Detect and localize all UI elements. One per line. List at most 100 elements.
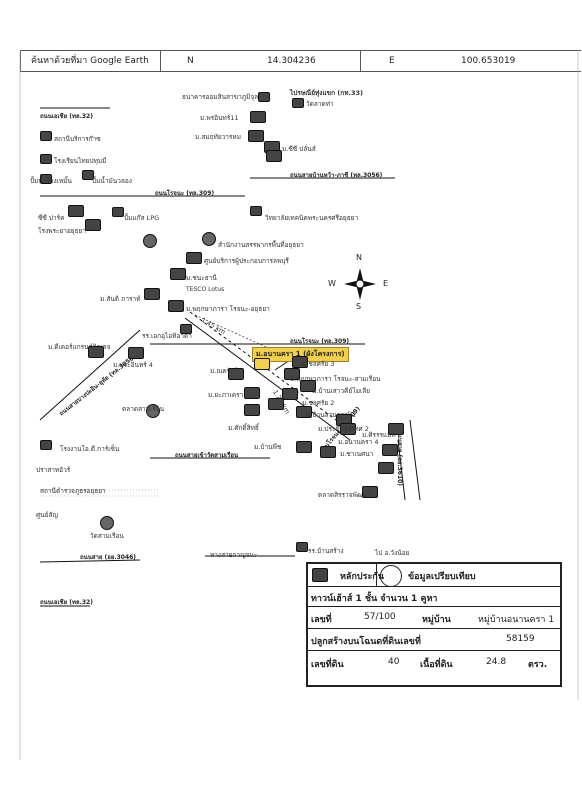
label-ff: ศูนย์สัญ [36,511,58,519]
house-icon [266,150,282,162]
label-estate-anan: ม.อนานครา 1 (ผังโครงการ) [256,350,345,358]
house-icon [382,444,398,456]
label-center: ศูนย์บริการผู้ประกอบการลพบุรี [204,257,289,265]
label-cc-park: ซีซี ปาร์ค [38,214,65,222]
compass-w: W [328,279,336,288]
government-icon [202,232,216,246]
property-icon [312,568,328,582]
factory-icon [40,440,52,450]
label-coop: สถานีตำรวจภูธรอยุธยา [40,487,106,495]
house-icon [296,441,312,453]
east-value: 100.653019 [461,56,516,66]
road-3056: ถนนสายบ้านหว้า-ภาชี (ทล.3056) [290,172,383,179]
compass-s: S [356,302,362,311]
house-icon [244,404,260,416]
subject-house-icon [254,358,270,370]
info-area-value: 24.8 [486,657,507,667]
compass-n: N [356,253,362,262]
info-land-no-value: 40 [388,657,400,667]
road-3610: ถนนสาย (อย.3610) [396,430,403,487]
road-3046: ถนนสาย (อย.3046) [80,554,137,561]
divider [376,564,377,586]
house-icon [300,380,316,392]
label-dd: รร.บ้านสร้าง [308,547,344,555]
label-ee: ไป อ.วังน้อย [375,549,410,557]
compass-e: E [383,279,389,288]
info-title-row: หลักประกัน ข้อมูลเปรียบเทียบ [308,564,560,587]
label-estate-chiang: ม.ชาเนศนา [340,450,374,458]
school-icon [180,324,192,334]
school-icon [40,154,52,164]
label-aa: ทางสายกาญจนะ [210,551,258,559]
label-estate-pruk: ม.พฤกษาภารา โรจนะ-อยุธยา [186,305,270,313]
house-icon [296,406,312,418]
info-title: หลักประกัน [340,572,384,582]
label-estate-pra: ม.พระอินทร์ 4 [113,361,153,369]
bank-icon [258,92,270,102]
info-village-label: หมู่บ้าน [422,615,451,625]
house-icon [284,368,300,380]
house-icon [168,300,184,312]
house-icon [88,346,104,358]
label-estate-ban: ม.บ้านเสาวคีย์โมเลีย [312,387,371,395]
label-estate-pradit: ม.ประดิษฐ์นิเทศ 2 [318,425,369,433]
temple-icon [292,98,304,108]
info-deed-value: 58159 [506,634,535,644]
house-icon [128,347,144,359]
info-compare: ข้อมูลเปรียบเทียบ [408,572,476,582]
market-icon [146,404,160,418]
label-estate11: ม.พรอินทร์11 [200,114,239,122]
school-icon [296,542,308,552]
east-label: E [389,56,395,66]
label-prasat: ปราสาทอัวร์ [36,466,71,474]
road-309a: ถนนโรจนะ (ทล.309) [155,190,215,197]
label-school2: รร.เอกอุไอทิอาดา [142,332,192,340]
house-icon [282,388,298,400]
label-estate-sak: ม.ศักดิ์สิทธิ์ [228,424,259,432]
info-type: ทาวน์เฮ้าส์ 1 ชั้น จำนวน 1 คูหา [311,594,438,604]
house-icon [244,387,260,399]
label-college: วิทยาลัยเทคนิคพระนครศรีอยุธยา [265,214,359,222]
info-area-unit: ตรว. [528,660,548,670]
label-park: วัดสามเรือน [90,532,124,540]
label-hospital: โรงพระยาอยุธยา [38,227,87,235]
info-land-no-label: เลขที่ดิน [311,660,344,670]
label-estate-cc: ม.ซีซี ปลั่นส์ [282,145,316,153]
road-asia-2: ถนนเอเชีย (ทล.32) [40,599,93,606]
north-cell: N 14.304236 [160,50,361,72]
east-cell: E 100.653019 [360,50,581,72]
info-area-label: เนื้อที่ดิน [420,660,453,670]
label-estate-samai: ม.สมฤทัยวารหม [195,133,241,141]
house-icon [250,111,266,123]
house-icon [378,462,394,474]
info-box: หลักประกัน ข้อมูลเปรียบเทียบ ทาวน์เฮ้าส์… [306,562,562,687]
label-school: โรงเรียนไทยปทุมมี [54,157,107,165]
info-no-label: เลขที่ [311,615,332,625]
source-label: ค้นหาด้วยที่มา Google Earth [31,56,149,66]
road-309b: ถนนโรจนะ (ทล.309) [290,338,350,345]
label-estate-pruk2: ม.พฤกษาภารา โรจนะ-สามเรือน [290,375,381,383]
house-icon [268,398,284,410]
label-tesco: TESCO Lotus [186,286,225,293]
label-office: สำนักงานสรรพากรพื้นที่อยุธยา [218,241,304,249]
label-estate-bansuan: ม.บ้านสวนกรณ์ 2 [306,411,357,419]
label-gas-station: สถานีบริการก๊าซ [54,135,101,143]
label-gold: ตลาดสิรราจพัฒนา [318,491,371,499]
fuel-icon [112,207,124,217]
label-estate-chok2: ม.ชลศรัย 2 [302,399,335,407]
tree-icon [100,516,114,530]
house-icon [320,446,336,458]
house-icon [68,205,84,217]
label-market: ตลาดสามเรือน [122,405,165,413]
house-icon [170,268,186,280]
market-building-icon [362,486,378,498]
label-temple: วัดลาดท่า [306,100,334,108]
house-icon [248,130,264,142]
info-deed-label: ปลูกสร้างบนโฉนดที่ดินเลขที่ [311,637,421,647]
house-icon [144,288,160,300]
label-estate-sirirat: ม.ศิรรรแมท [362,431,396,439]
house-icon [85,219,101,231]
label-plant: โรงงานโอ.ดี.การ์เซ็น [60,445,120,453]
